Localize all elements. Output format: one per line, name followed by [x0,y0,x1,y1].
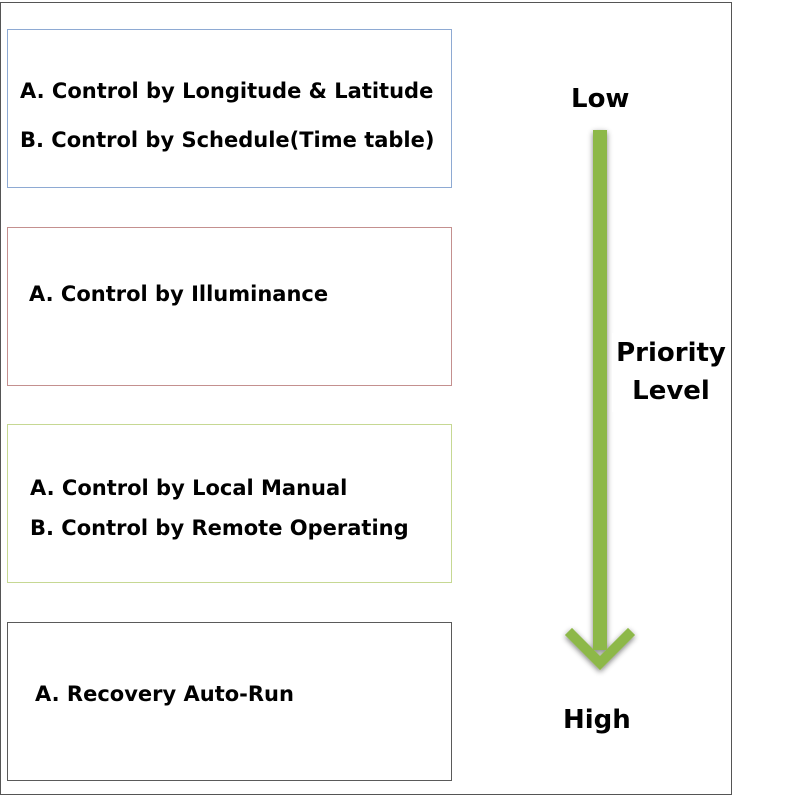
priority-box-1: A. Control by Longitude & Latitude B. Co… [7,29,452,188]
diagram-frame [0,2,732,795]
box-3-item-b: B. Control by Remote Operating [30,516,409,540]
box-2-item-a: A. Control by Illuminance [29,282,329,306]
priority-box-4: A. Recovery Auto-Run [7,622,452,781]
priority-title-line1: Priority [616,338,726,368]
arrow-shaft [593,130,607,650]
high-priority-label: High [563,705,631,735]
priority-level-title: Priority Level [612,333,730,413]
priority-box-2: A. Control by Illuminance [7,227,452,386]
box-3-item-a: A. Control by Local Manual [30,476,348,500]
box-1-item-b: B. Control by Schedule(Time table) [20,128,435,152]
down-arrow-icon [564,130,636,671]
box-1-item-a: A. Control by Longitude & Latitude [20,79,434,103]
arrow-head [564,627,636,671]
low-priority-label: Low [571,84,630,114]
priority-title-line2: Level [632,375,710,406]
box-4-item-a: A. Recovery Auto-Run [35,682,294,706]
priority-box-3: A. Control by Local Manual B. Control by… [7,424,452,583]
